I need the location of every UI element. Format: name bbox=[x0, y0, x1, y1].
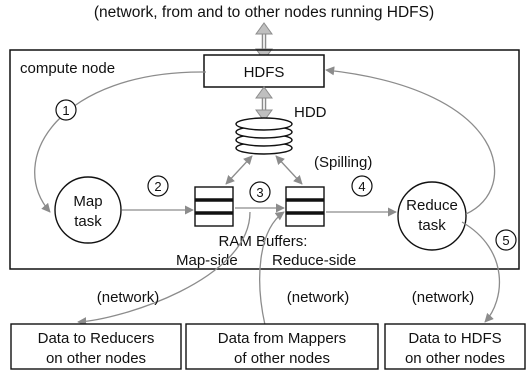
data-to-reducers-line1: Data to Reducers bbox=[38, 330, 155, 347]
compute-node-label: compute node bbox=[20, 60, 115, 77]
step-4-marker: 4 bbox=[351, 175, 373, 197]
ram-buffers-label: RAM Buffers: bbox=[219, 233, 308, 250]
svg-text:3: 3 bbox=[256, 185, 263, 200]
data-to-hdfs-line1: Data to HDFS bbox=[408, 330, 501, 347]
map-task-label-line2: task bbox=[74, 213, 102, 230]
data-to-reducers-box bbox=[10, 323, 182, 370]
step1-hdfs-to-map-arrow bbox=[34, 71, 207, 213]
reduce-side-buffer-icon bbox=[285, 186, 325, 227]
step-1-marker: 1 bbox=[55, 99, 77, 121]
data-to-hdfs-line2: on other nodes bbox=[405, 350, 505, 367]
map-side-label: Map-side bbox=[176, 252, 238, 269]
hdfs-box bbox=[203, 54, 325, 88]
reduce-task-circle bbox=[397, 181, 467, 251]
svg-text:2: 2 bbox=[154, 179, 161, 194]
reduce-side-label: Reduce-side bbox=[272, 252, 356, 269]
network-to-hdfs-arrow bbox=[461, 221, 501, 323]
step5-reduce-to-hdfs-arrow bbox=[325, 66, 496, 215]
reduce-task-label-line2: task bbox=[418, 217, 446, 234]
svg-text:1: 1 bbox=[62, 103, 69, 118]
data-from-mappers-line1: Data from Mappers bbox=[218, 330, 346, 347]
step-5-marker: 5 bbox=[495, 229, 517, 251]
data-to-hdfs-box bbox=[384, 323, 526, 370]
spilling-label: (Spilling) bbox=[314, 154, 372, 171]
svg-text:4: 4 bbox=[358, 179, 365, 194]
data-from-mappers-line2: of other nodes bbox=[234, 350, 330, 367]
network-hdfs-arrowhead-up bbox=[255, 22, 273, 35]
hdd-reducebuffer-arrow bbox=[275, 155, 303, 185]
network-label-left: (network) bbox=[97, 289, 160, 306]
hdfs-label: HDFS bbox=[244, 64, 285, 81]
network-label-right: (network) bbox=[412, 289, 475, 306]
hdd-mapbuffer-arrow bbox=[225, 155, 253, 185]
hdd-disk-icon bbox=[235, 117, 293, 155]
map-side-buffer-icon bbox=[194, 186, 234, 227]
hdfs-hdd-arrowhead-down bbox=[255, 109, 273, 122]
network-from-mappers-arrow bbox=[259, 211, 285, 326]
compute-node-box bbox=[9, 49, 520, 270]
step-2-marker: 2 bbox=[147, 175, 169, 197]
svg-text:5: 5 bbox=[502, 233, 509, 248]
hdfs-hdd-arrowhead-up bbox=[255, 86, 273, 99]
map-task-circle bbox=[54, 176, 122, 244]
hdd-label: HDD bbox=[294, 104, 327, 121]
network-to-reducers-arrow bbox=[77, 211, 251, 327]
step-3-marker: 3 bbox=[249, 181, 271, 203]
reduce-task-label-line1: Reduce bbox=[406, 197, 458, 214]
network-label-middle: (network) bbox=[287, 289, 350, 306]
network-header-label: (network, from and to other nodes runnin… bbox=[94, 4, 434, 21]
data-from-mappers-box bbox=[185, 323, 379, 370]
map-task-label-line1: Map bbox=[73, 193, 102, 210]
data-to-reducers-line2: on other nodes bbox=[46, 350, 146, 367]
